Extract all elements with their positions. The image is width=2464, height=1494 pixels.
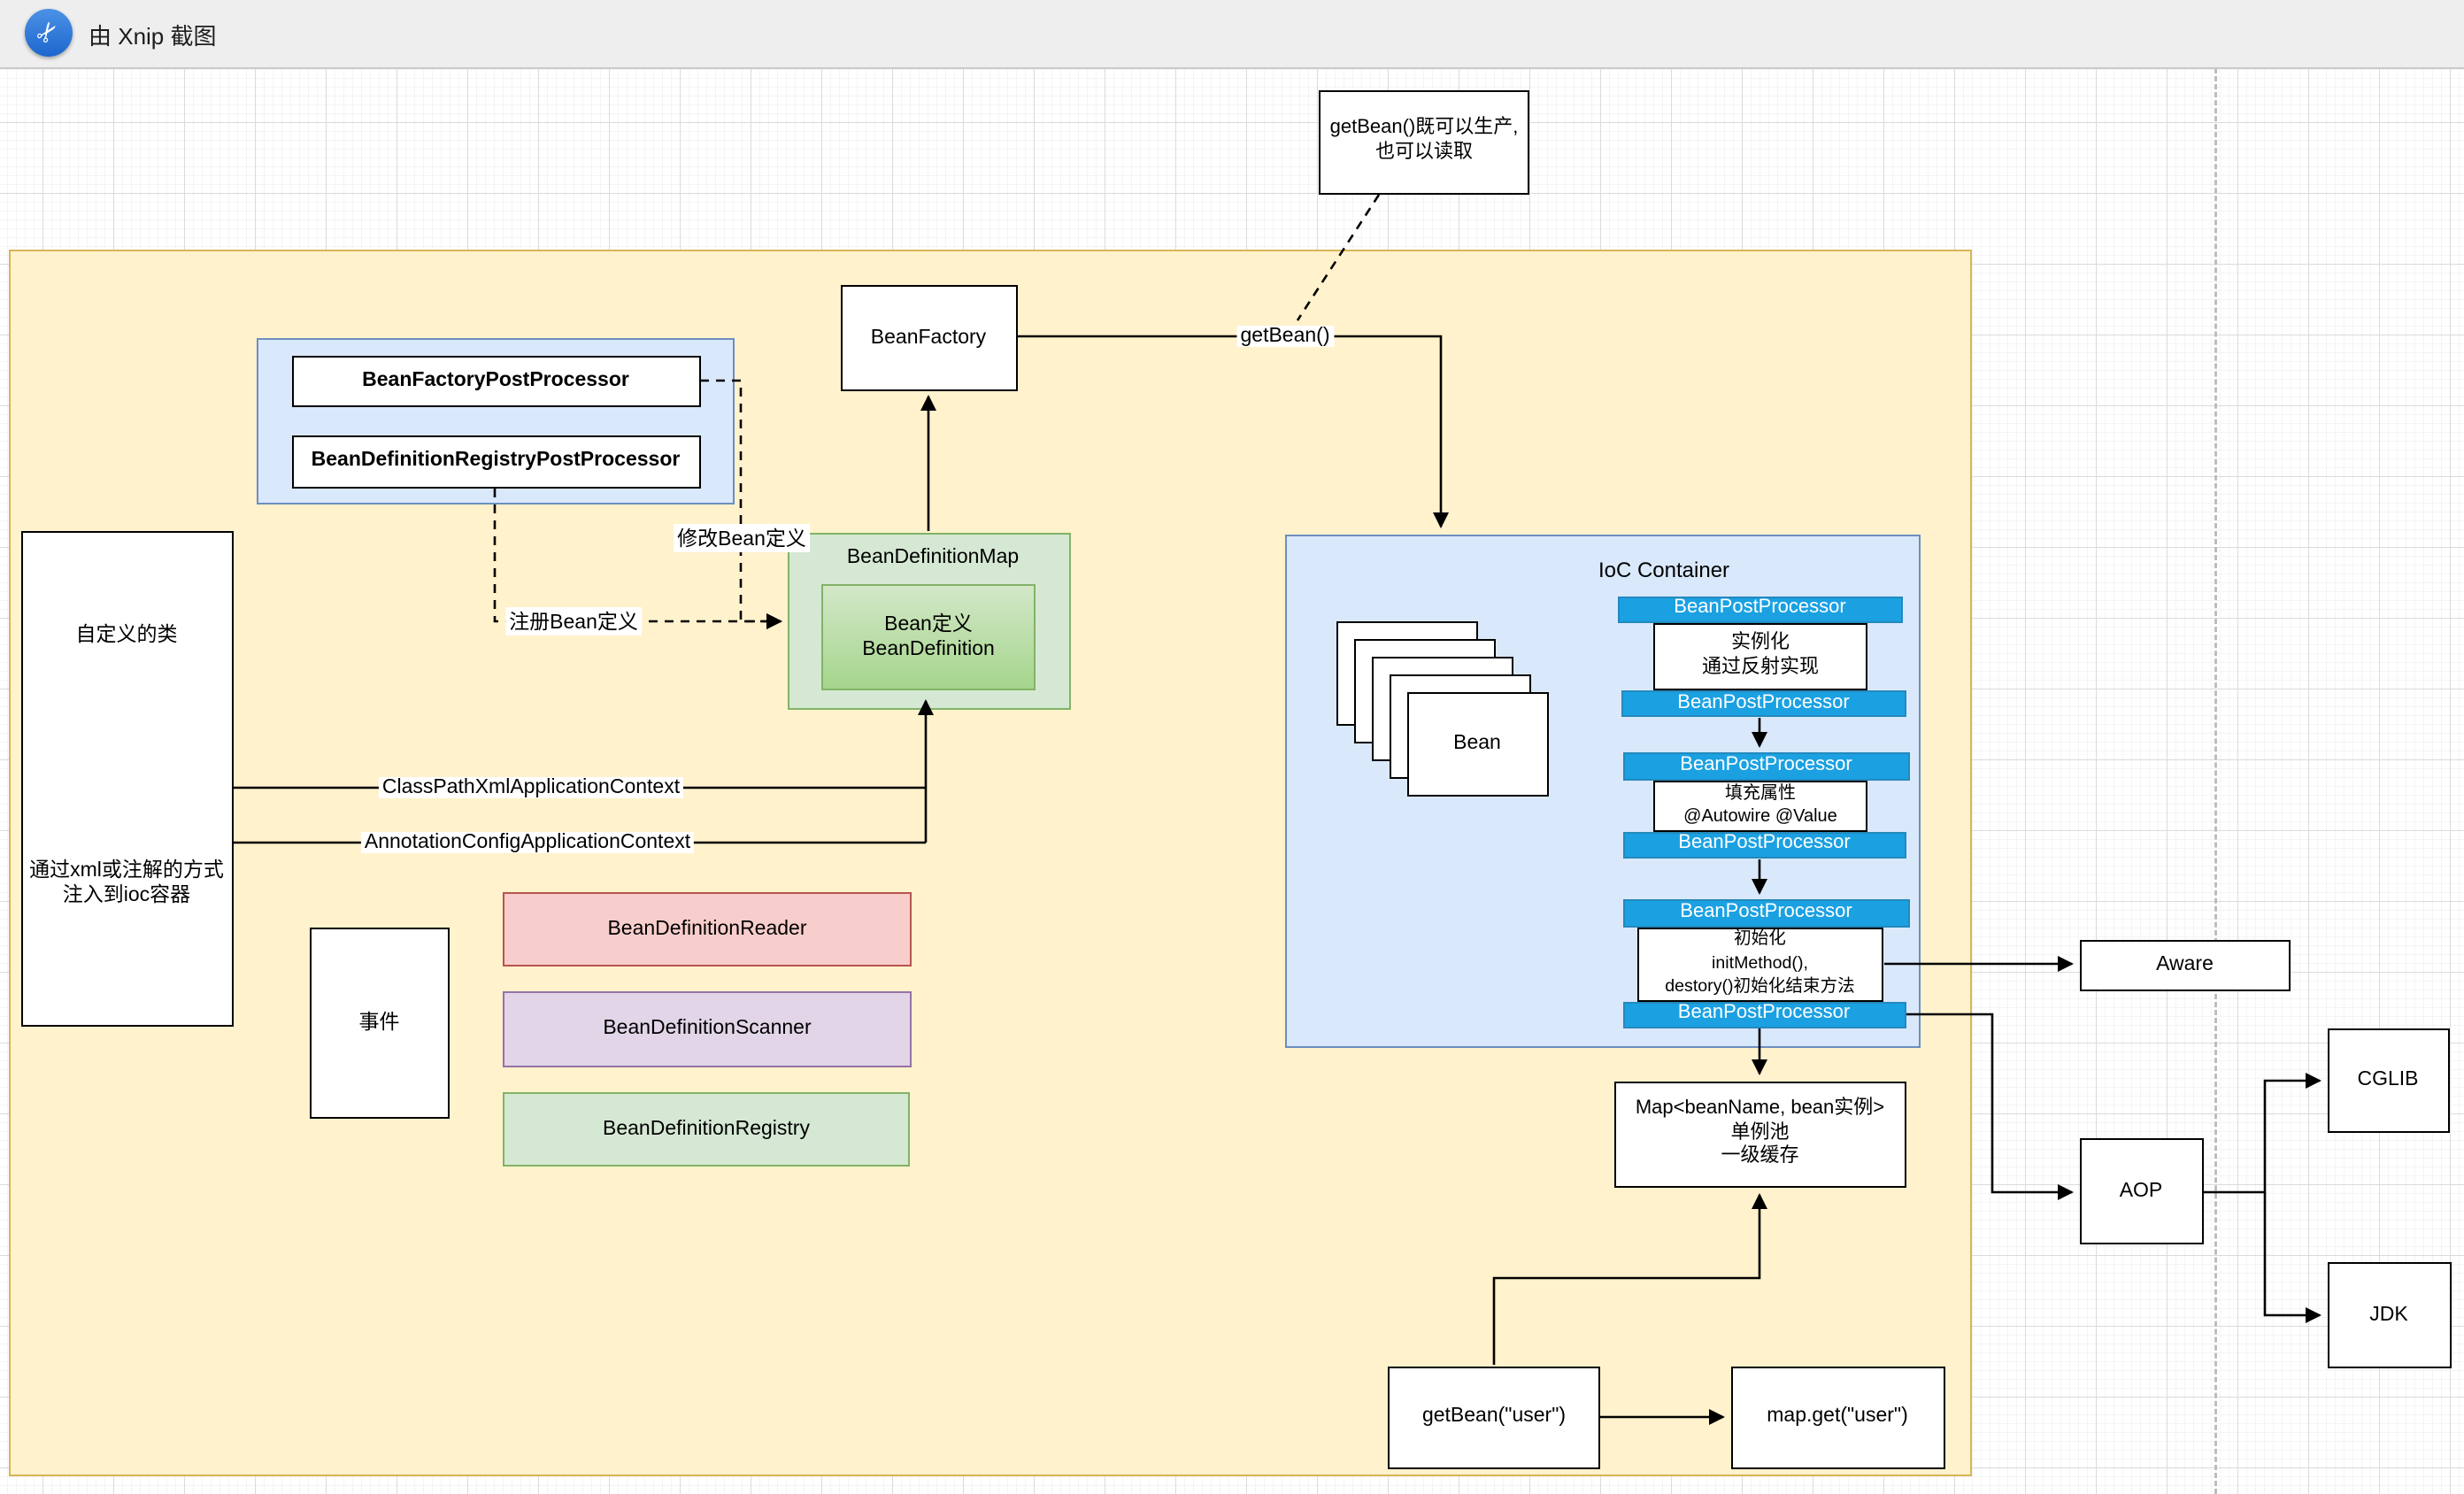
bean-factory-box: BeanFactory (840, 284, 1017, 391)
xnip-logo scissors-icon: ✂ (25, 9, 73, 57)
edge-getbeanuser-map (1492, 1193, 1767, 1365)
beanfactory-postprocessor-box: BeanFactoryPostProcessor (291, 355, 700, 407)
mapget-user-box: map.get("user") (1730, 1366, 1944, 1468)
edge-aop-cglib (2203, 1073, 2322, 1194)
beandefinitionmap-title: BeanDefinitionMap (846, 547, 1020, 568)
beanpostprocessor-bar: BeanPostProcessor (1623, 752, 1909, 780)
ioc-container-title: IoC Container (1598, 557, 1730, 581)
edge-label-getbean: getBean() (1236, 326, 1334, 347)
beandefinitionregistry-box: BeanDefinitionRegistry (503, 1092, 910, 1167)
edge-note-dashed (1296, 194, 1381, 321)
cglib-box: CGLIB (2327, 1028, 2449, 1132)
init-step-box: 初始化 initMethod(), destory()初始化结束方法 (1636, 927, 1883, 1001)
beanpostprocessor-bar: BeanPostProcessor (1622, 831, 1906, 859)
beanpostprocessor-bar: BeanPostProcessor (1621, 690, 1906, 717)
beandefinitionregistry-postprocessor-box: BeanDefinitionRegistryPostProcessor (291, 435, 700, 488)
jdk-box: JDK (2327, 1262, 2451, 1368)
window-header: ✂ 由 Xnip 截图 (0, 0, 2464, 69)
edge-label-register: 注册Bean定义 (505, 607, 642, 635)
custom-class-label: 自定义的类 (75, 625, 178, 646)
bean-box: Bean (1406, 692, 1548, 796)
note-getbean: getBean()既可以生产, 也可以读取 (1319, 89, 1529, 194)
beandefinitionscanner-box: BeanDefinitionScanner (503, 991, 912, 1067)
window-title: 由 Xnip 截图 (89, 22, 217, 49)
edge-label-modify: 修改Bean定义 (674, 524, 810, 552)
edge-register-dashed (493, 489, 782, 629)
edge-modify-dashed (700, 379, 782, 629)
page-break-guide (2214, 68, 2217, 1494)
custom-class-box (20, 531, 233, 1027)
edge-beanfactory-to-ioc (1017, 335, 1449, 528)
edge-aop-jdk (2263, 1192, 2322, 1323)
event-box: 事件 (309, 928, 450, 1118)
singleton-map-box: Map<beanName, bean实例> 单例池 一级缓存 (1613, 1081, 1906, 1187)
aop-box: AOP (2079, 1138, 2203, 1244)
beandefinitionreader-box: BeanDefinitionReader (503, 892, 912, 966)
beanpostprocessor-bar: BeanPostProcessor (1623, 899, 1909, 927)
edge-bar6-aop (1906, 1013, 2074, 1200)
beanpostprocessor-bar: BeanPostProcessor (1617, 596, 1903, 622)
instantiate-step-box: 实例化 通过反射实现 (1653, 622, 1867, 690)
beandefinition-inner-box: Bean定义 BeanDefinition (821, 584, 1036, 690)
edge-label-annotation: AnnotationConfigApplicationContext (360, 832, 695, 853)
edge-label-classpath: ClassPathXmlApplicationContext (378, 777, 684, 798)
getbean-user-box: getBean("user") (1388, 1366, 1600, 1468)
beanpostprocessor-bar: BeanPostProcessor (1622, 1001, 1906, 1028)
custom-class-note: 通过xml或注解的方式 注入到ioc容器 (29, 859, 224, 906)
aware-box: Aware (2079, 939, 2291, 990)
populate-step-box: 填充属性 @Autowire @Value (1653, 780, 1867, 831)
